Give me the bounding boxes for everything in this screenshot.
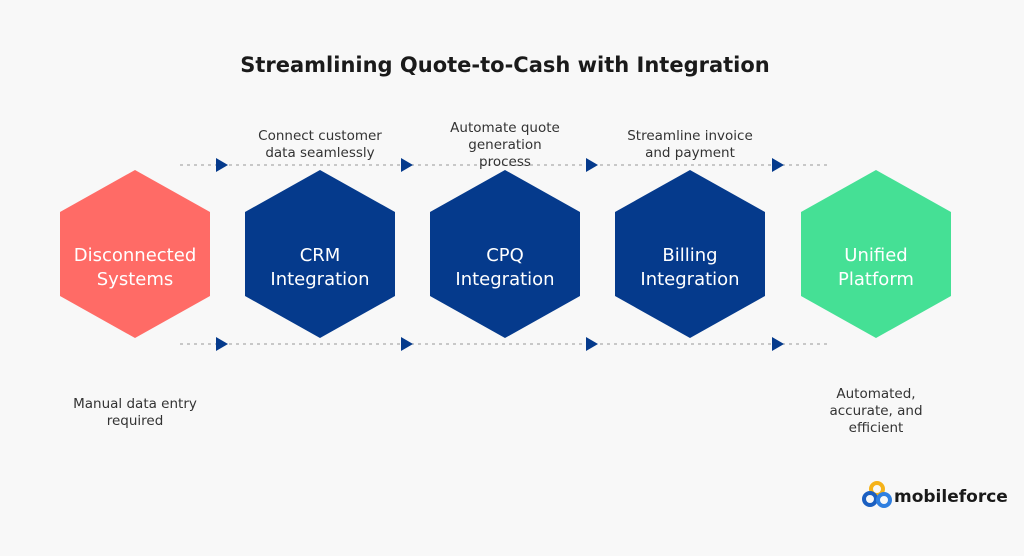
caption-text: Streamline invoice <box>627 128 753 144</box>
caption-text: Manual data entry <box>73 396 197 412</box>
caption-text: generation <box>468 137 541 153</box>
stage-label: Unified <box>844 245 907 266</box>
stage-label: CRM <box>300 245 341 266</box>
caption-text: data seamlessly <box>265 145 374 161</box>
caption-text: process <box>479 154 531 170</box>
stage-hexagon: CRM Integration <box>245 170 395 338</box>
logo-text: mobileforce <box>894 487 1008 507</box>
flow-arrow-icon <box>586 158 598 172</box>
caption-text: Automated, <box>836 386 915 402</box>
hexagon-shape <box>430 170 580 338</box>
hexagon-shape <box>245 170 395 338</box>
stage-label: Integration <box>640 269 739 290</box>
caption-text: accurate, and <box>829 403 922 419</box>
hexagon-shape <box>615 170 765 338</box>
mobileforce-logo: mobileforce <box>862 481 1008 508</box>
flow-arrow-icon <box>586 337 598 351</box>
stage-label: Integration <box>270 269 369 290</box>
flow-arrow-icon <box>401 337 413 351</box>
caption-text: Automate quote <box>450 120 560 136</box>
stage-label: CPQ <box>486 245 524 266</box>
diagram-title: Streamlining Quote-to-Cash with Integrat… <box>240 53 770 77</box>
caption-text: efficient <box>849 420 904 436</box>
stage-label: Platform <box>838 269 914 290</box>
caption-text: required <box>107 413 164 429</box>
stage-hexagon: CPQ Integration <box>430 170 580 338</box>
caption-text: and payment <box>645 145 735 161</box>
flow-arrow-icon <box>772 158 784 172</box>
stage-label: Disconnected <box>74 245 197 266</box>
stage-label: Systems <box>97 269 174 290</box>
flow-arrow-icon <box>401 158 413 172</box>
logo-hexagons-icon <box>862 481 892 508</box>
hexagon-shape <box>60 170 210 338</box>
stage-label: Integration <box>455 269 554 290</box>
flow-arrow-icon <box>216 158 228 172</box>
hexagon-shape <box>801 170 951 338</box>
flow-arrow-icon <box>216 337 228 351</box>
caption-text: Connect customer <box>258 128 382 144</box>
flow-arrow-icon <box>772 337 784 351</box>
stage-label: Billing <box>662 245 717 266</box>
